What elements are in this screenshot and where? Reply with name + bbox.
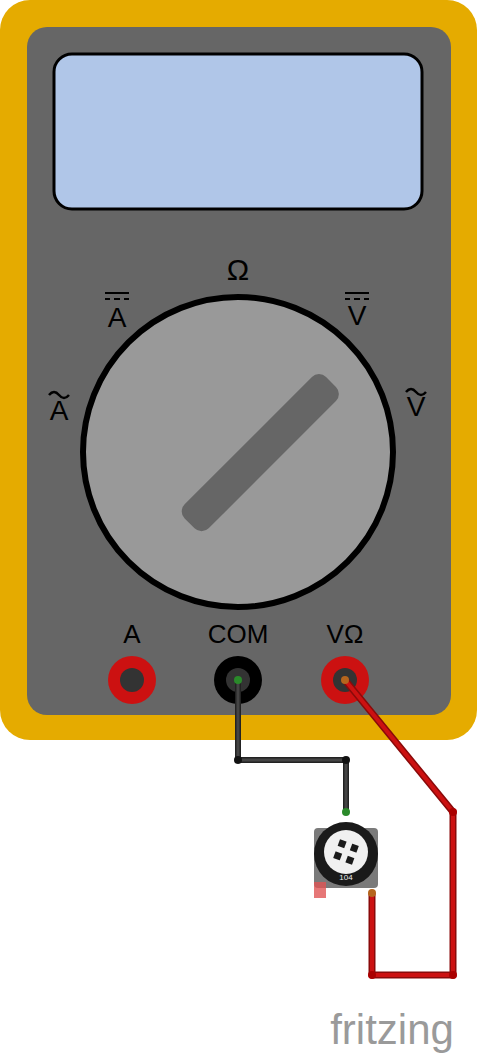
watermark: fritzing: [330, 1009, 454, 1051]
dc-current-setting: A: [108, 304, 127, 332]
ac-voltage-setting: V: [407, 393, 426, 421]
selector-dial: [83, 297, 393, 607]
meter-housing: [0, 0, 477, 740]
meter-face: [27, 27, 451, 715]
ac-current-setting: A: [50, 397, 69, 425]
dc-voltage-setting: V: [348, 302, 367, 330]
ac-symbol: [49, 389, 426, 398]
ohm-setting: Ω: [227, 255, 249, 285]
potentiometer: [314, 808, 378, 898]
part-marking: 104: [339, 874, 352, 882]
jack-label: A: [123, 621, 140, 647]
lcd-display: [54, 54, 422, 209]
jack-label: COM: [208, 621, 269, 647]
amp-jack: [108, 656, 156, 704]
dial-pointer: [178, 370, 343, 535]
jack-label: VΩ: [327, 621, 364, 647]
dc-symbol: [105, 293, 369, 299]
black-wire: [238, 680, 346, 812]
